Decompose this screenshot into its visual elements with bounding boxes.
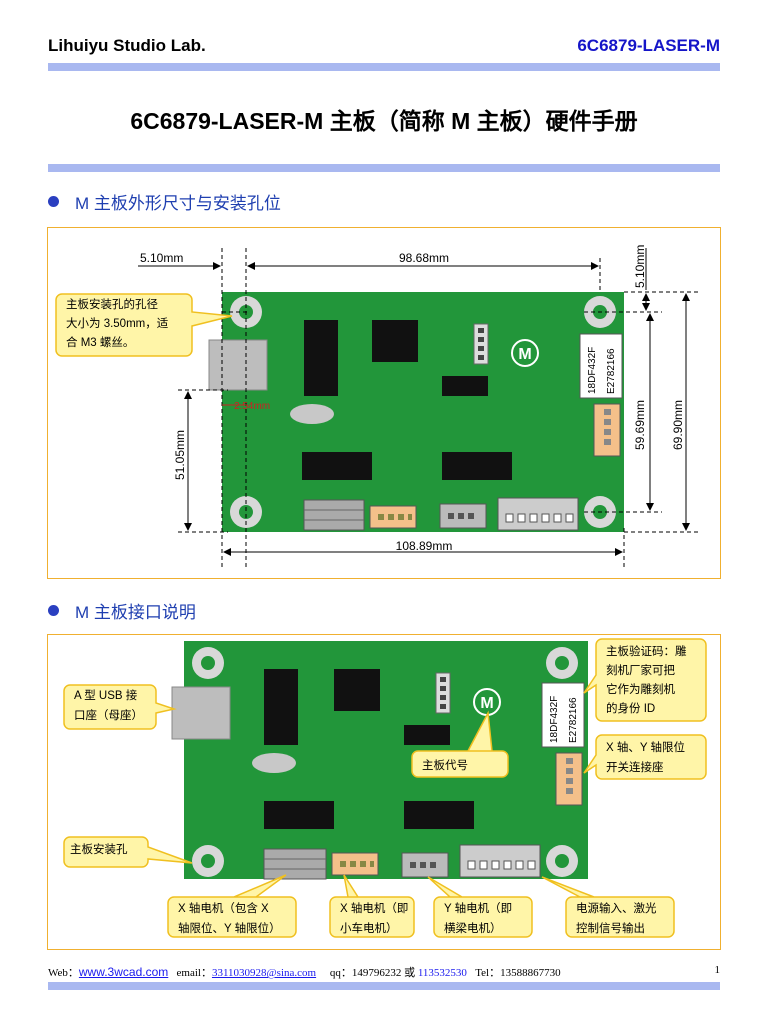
m-logo-icon	[511, 339, 539, 367]
footer-contact: Web：www.3wcad.com email：3311030928@sina.…	[48, 964, 561, 980]
interface-figure: M 18DF432F E2782166 A 型 USB 接 口座（母座） 主板验…	[47, 634, 721, 950]
footer-rule	[48, 982, 720, 990]
callout-x-motor-limits-line-2: 轴限位、Y 轴限位）	[178, 921, 281, 935]
board-interface-diagram: M 18DF432F E2782166 A 型 USB 接 口座（母座） 主板验…	[63, 638, 707, 938]
callout-hole-line-3: 合 M3 螺丝。	[66, 335, 134, 349]
verify-code-label	[541, 682, 585, 748]
bullet-icon	[48, 196, 59, 207]
callout-x-motor	[329, 874, 415, 938]
chip	[304, 320, 338, 396]
chip	[442, 376, 488, 396]
pcb-board	[184, 641, 588, 879]
chip-label-2: E2782166	[606, 348, 617, 394]
callout-hole-line-1: 主板安装孔的孔径	[66, 297, 158, 311]
chip-label-2: E2782166	[568, 697, 579, 743]
callout-y-motor	[427, 876, 533, 938]
callout-x-motor-limits	[167, 874, 297, 938]
callout-hole-size	[55, 293, 233, 357]
website-link[interactable]: www.3wcad.com	[78, 965, 169, 979]
header-rule	[48, 63, 720, 71]
dim-usb-height: 51.05mm	[173, 430, 187, 480]
dimension-figure: M 18DF432F E2782166 5.10mm 98.68mm 108.8…	[47, 227, 721, 579]
callout-y-motor-line-2: 横梁电机）	[444, 921, 502, 935]
dim-top-offset: 5.10mm	[633, 245, 647, 288]
callout-power-line-2: 控制信号输出	[576, 921, 645, 935]
mount-holes	[192, 647, 578, 877]
section-title: M 主板接口说明	[75, 603, 196, 622]
dim-red-note: 2.54mm	[234, 401, 270, 412]
header-lab-name: Lihuiyu Studio Lab.	[48, 36, 206, 55]
chip	[442, 452, 512, 480]
board-logo: M	[480, 695, 493, 712]
dim-left-offset: 5.10mm	[140, 251, 183, 265]
callout-limit-switch	[583, 734, 707, 780]
section-heading-interfaces: M 主板接口说明	[48, 598, 196, 623]
header-doc-code: 6C6879-LASER-M	[577, 36, 720, 55]
board-logo: M	[518, 346, 531, 363]
usb-connector	[171, 686, 231, 740]
chip	[302, 452, 372, 480]
dim-board-height: 69.90mm	[671, 400, 685, 450]
callout-limit-line-2: 开关连接座	[606, 760, 664, 774]
verify-code-label	[579, 333, 623, 399]
dim-hole-span-x: 98.68mm	[399, 251, 449, 265]
footer-email-label: email：	[176, 967, 212, 979]
callout-verify-line-2: 刻机厂家可把	[606, 663, 675, 677]
chip	[372, 320, 418, 362]
chip-label-1: 18DF432F	[587, 347, 598, 394]
callout-verify-line-1: 主板验证码：雕	[606, 644, 687, 658]
callout-hole-line-2: 大小为 3.50mm，适	[66, 316, 169, 330]
callout-x-motor-line-1: X 轴电机（即	[340, 901, 408, 915]
pcb-board	[222, 292, 624, 532]
callout-verify-line-4: 的身份 ID	[606, 701, 655, 715]
footer-qq: qq：149796232 或	[329, 967, 416, 979]
crystal	[290, 404, 334, 424]
usb-connector	[208, 339, 268, 391]
callout-verify-code	[583, 638, 707, 722]
section-heading-dimensions: M 主板外形尺寸与安装孔位	[48, 189, 281, 214]
dim-board-width: 108.89mm	[396, 539, 453, 553]
page-number: 1	[714, 964, 721, 976]
title-rule	[48, 164, 720, 172]
callout-y-motor-line-1: Y 轴电机（即	[444, 901, 512, 915]
page-title: 6C6879-LASER-M 主板（简称 M 主板）硬件手册	[130, 108, 638, 134]
callout-limit-line-1: X 轴、Y 轴限位	[606, 740, 685, 754]
callout-board-code-text: 主板代号	[422, 758, 468, 772]
footer-qq-2: 113532530	[417, 967, 467, 979]
callout-usb	[63, 684, 177, 730]
dim-hole-span-y: 59.69mm	[633, 400, 647, 450]
callout-usb-line-2: 口座（母座）	[74, 708, 143, 722]
callout-mount-hole	[63, 836, 193, 868]
callout-board-code	[411, 710, 509, 778]
board-dimension-diagram: M 18DF432F E2782166 5.10mm 98.68mm 108.8…	[55, 245, 698, 568]
chip-label-1: 18DF432F	[549, 696, 560, 743]
callout-power-line-1: 电源输入、激光	[576, 901, 657, 915]
footer-web-label: Web：	[48, 967, 79, 979]
callout-usb-line-1: A 型 USB 接	[74, 688, 138, 702]
section-title: M 主板外形尺寸与安装孔位	[75, 194, 281, 213]
callout-x-motor-limits-line-1: X 轴电机（包含 X	[178, 901, 269, 915]
callout-verify-line-3: 它作为雕刻机	[606, 682, 675, 696]
email-link[interactable]: 3311030928@sina.com	[211, 967, 317, 979]
callout-x-motor-line-2: 小车电机）	[340, 921, 398, 935]
callout-power	[541, 876, 675, 938]
footer-tel: Tel：13588867730	[475, 967, 561, 979]
bullet-icon	[48, 605, 59, 616]
callout-mount-hole-text: 主板安装孔	[70, 842, 128, 856]
